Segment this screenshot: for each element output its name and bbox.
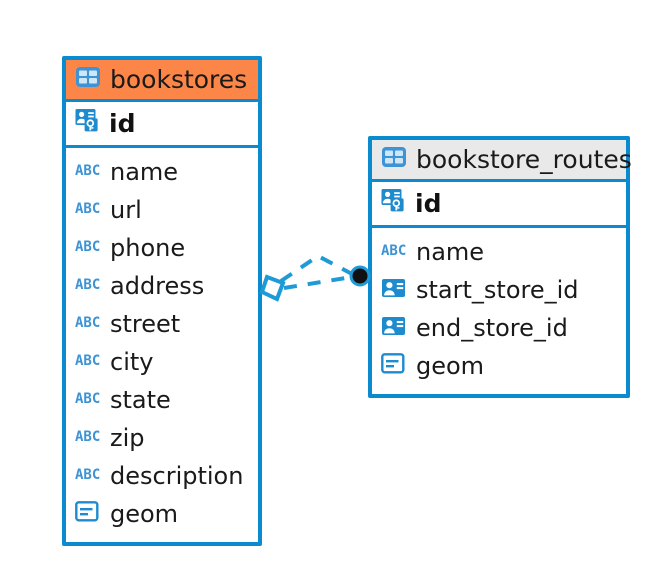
diamond-marker — [259, 274, 286, 302]
abc-icon: ABC — [75, 390, 101, 410]
field-row-name[interactable]: ABC name — [75, 153, 249, 191]
primary-key-icon — [75, 108, 101, 138]
entity-header-bookstore-routes[interactable]: bookstore_routes — [372, 140, 632, 182]
primary-key-icon — [381, 188, 407, 218]
abc-icon: ABC — [75, 466, 101, 486]
svg-text:ABC: ABC — [75, 467, 100, 482]
relationship-line-lower — [283, 275, 353, 290]
svg-text:ABC: ABC — [75, 429, 100, 444]
field-row-phone[interactable]: ABC phone — [75, 229, 249, 267]
field-name: geom — [110, 500, 179, 528]
svg-text:ABC: ABC — [75, 391, 100, 406]
field-name: address — [110, 272, 205, 300]
abc-icon: ABC — [75, 200, 101, 220]
field-row-state[interactable]: ABC state — [75, 381, 249, 419]
foreign-key-icon — [381, 277, 407, 303]
entity-title: bookstores — [110, 64, 248, 94]
field-name: id — [109, 108, 136, 138]
svg-text:ABC: ABC — [75, 239, 100, 254]
field-name: start_store_id — [416, 276, 579, 304]
field-name: name — [416, 238, 485, 266]
field-name: end_store_id — [416, 314, 568, 342]
field-name: geom — [416, 352, 485, 380]
abc-icon: ABC — [75, 352, 101, 372]
field-row-end-store-id[interactable]: end_store_id — [381, 309, 617, 347]
field-name: description — [110, 462, 244, 490]
svg-text:ABC: ABC — [75, 353, 100, 368]
svg-text:ABC: ABC — [75, 163, 100, 178]
entity-header-bookstores[interactable]: bookstores — [66, 60, 258, 102]
field-row-description[interactable]: ABC description — [75, 457, 249, 495]
abc-icon: ABC — [75, 314, 101, 334]
field-name: street — [110, 310, 181, 338]
svg-text:ABC: ABC — [381, 243, 406, 258]
abc-icon: ABC — [75, 428, 101, 448]
abc-icon: ABC — [381, 242, 407, 262]
field-row-url[interactable]: ABC url — [75, 191, 249, 229]
svg-text:ABC: ABC — [75, 201, 100, 216]
relationship-line-upper — [279, 253, 353, 283]
field-name: id — [415, 188, 442, 218]
field-name: phone — [110, 234, 186, 262]
geometry-icon — [75, 501, 101, 527]
svg-text:ABC: ABC — [75, 315, 100, 330]
table-icon — [381, 146, 407, 172]
field-name: name — [110, 158, 179, 186]
field-name: state — [110, 386, 171, 414]
entity-title: bookstore_routes — [416, 144, 632, 174]
svg-text:ABC: ABC — [75, 277, 100, 292]
field-name: url — [110, 196, 142, 224]
field-list-bookstores: ABC name ABC url ABC p — [66, 148, 258, 539]
geometry-icon — [381, 353, 407, 379]
field-row-zip[interactable]: ABC zip — [75, 419, 249, 457]
table-icon — [75, 66, 101, 92]
field-name: city — [110, 348, 154, 376]
field-row-primary-key[interactable]: id — [66, 102, 258, 148]
field-row-start-store-id[interactable]: start_store_id — [381, 271, 617, 309]
field-row-city[interactable]: ABC city — [75, 343, 249, 381]
filled-circle-marker — [349, 265, 371, 287]
field-row-name[interactable]: ABC name — [381, 233, 617, 271]
field-row-primary-key[interactable]: id — [372, 182, 626, 228]
field-row-address[interactable]: ABC address — [75, 267, 249, 305]
foreign-key-icon — [381, 315, 407, 341]
abc-icon: ABC — [75, 276, 101, 296]
entity-table-bookstore-routes[interactable]: bookstore_routes id — [368, 136, 632, 398]
abc-icon: ABC — [75, 238, 101, 258]
field-row-geom[interactable]: geom — [75, 495, 249, 533]
field-name: zip — [110, 424, 145, 452]
field-row-geom[interactable]: geom — [381, 347, 617, 385]
field-row-street[interactable]: ABC street — [75, 305, 249, 343]
entity-table-bookstores[interactable]: bookstores id — [62, 56, 262, 546]
abc-icon: ABC — [75, 162, 101, 182]
field-list-bookstore-routes: ABC name start_store_id — [372, 228, 626, 391]
